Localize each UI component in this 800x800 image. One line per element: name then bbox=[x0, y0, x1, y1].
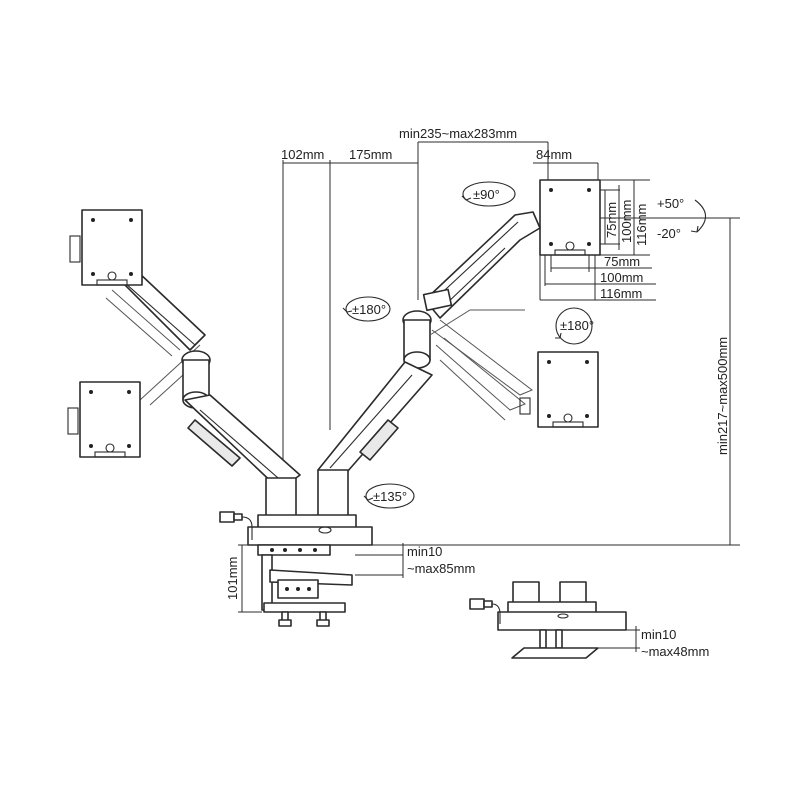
clamp-dimension-lines bbox=[238, 543, 404, 613]
right-arm bbox=[317, 211, 541, 481]
arm-gap-label: 102mm bbox=[281, 147, 324, 162]
rotate-90-label: ±90° bbox=[473, 187, 500, 202]
height-range-label: min217~max500mm bbox=[715, 337, 730, 455]
tilt-up-label: +50° bbox=[657, 196, 684, 211]
vesa-v116-label: 116mm bbox=[634, 204, 649, 246]
base-rotate-label: ±135° bbox=[373, 489, 407, 504]
base-column bbox=[247, 469, 373, 546]
right-lower-vesa-plate bbox=[519, 351, 599, 428]
extension-range-label: min235~max283mm bbox=[399, 126, 517, 141]
grommet-range-line1: min10 bbox=[641, 627, 676, 642]
clamp-range-line1: min10 bbox=[407, 544, 442, 559]
left-upper-vesa-plate bbox=[69, 209, 143, 286]
left-arm bbox=[105, 271, 301, 491]
swivel-left-label: ±180° bbox=[352, 302, 386, 317]
grommet-range-line2: ~max48mm bbox=[641, 644, 709, 659]
vesa-h75-label: 75mm bbox=[604, 254, 640, 269]
vesa-h100-label: 100mm bbox=[600, 270, 643, 285]
top-dimension-lines bbox=[282, 141, 599, 470]
vesa-v75-label: 75mm bbox=[604, 202, 619, 238]
grommet-cable-icon bbox=[469, 598, 501, 624]
left-lower-vesa-plate bbox=[67, 381, 141, 458]
right-upper-vesa-plate bbox=[539, 179, 601, 256]
rotate-90-icon bbox=[461, 181, 516, 207]
grommet-mount bbox=[497, 581, 627, 659]
vesa-v100-label: 100mm bbox=[619, 200, 634, 243]
height-dimension-lines bbox=[372, 217, 740, 546]
tilt-arc-icon bbox=[690, 199, 707, 233]
grommet-dimension-lines bbox=[598, 626, 640, 652]
c-clamp bbox=[257, 544, 353, 627]
vesa-h116-label: 116mm bbox=[600, 286, 642, 301]
clamp-range-line2: ~max85mm bbox=[407, 561, 475, 576]
swivel-left-icon bbox=[342, 296, 391, 322]
swivel-right-icon bbox=[555, 307, 593, 345]
arm-reach-label: 175mm bbox=[349, 147, 392, 162]
base-rotate-icon bbox=[363, 483, 415, 509]
tilt-down-label: -20° bbox=[657, 226, 681, 241]
clamp-height-label: 101mm bbox=[225, 557, 240, 600]
usb-cable-icon bbox=[219, 511, 253, 540]
plate-offset-label: 84mm bbox=[536, 147, 572, 162]
swivel-right-label: ±180° bbox=[560, 318, 594, 333]
